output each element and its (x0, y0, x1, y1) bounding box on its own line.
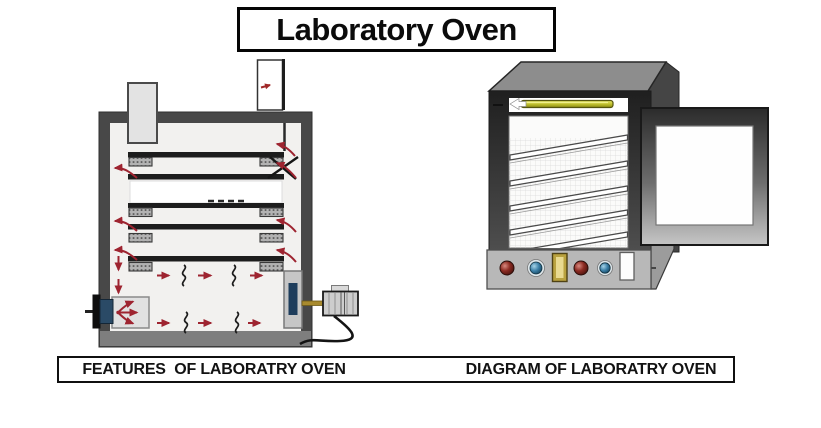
red-knob (573, 260, 589, 276)
caption-features: FEATURES OF LABORATRY OVEN (82, 360, 346, 378)
motor-cap (92, 294, 101, 329)
fan-motor (85, 294, 114, 329)
page-title-box: Laboratory Oven (237, 7, 556, 52)
wire-shelf (529, 231, 628, 248)
oven-bottom-wall (100, 331, 311, 346)
left-direction-arrow-icon (509, 97, 527, 111)
sample-tray (129, 180, 283, 204)
door-window (655, 125, 754, 226)
motor-ribs (328, 293, 354, 314)
shelf-bar (128, 152, 284, 158)
blue-knob (529, 261, 543, 275)
air-vent-right (256, 59, 285, 111)
fan-airflow-arrows (116, 300, 139, 325)
airflow-arrows (113, 141, 297, 327)
power-cable (299, 314, 354, 346)
oven-3d-diagram (486, 61, 769, 290)
oven-top-face (487, 61, 668, 92)
wire-shelf (509, 134, 628, 161)
shelf-bar (128, 256, 284, 262)
control-panel-controls (499, 251, 635, 283)
caption-diagram: DIAGRAM OF LABORATRY OVEN (465, 360, 717, 378)
shelf-bar (128, 174, 284, 180)
body-wedge (650, 242, 675, 290)
wire-shelf (509, 185, 628, 212)
white-indicator (619, 251, 635, 281)
exhaust-chimney-left (127, 82, 158, 144)
features-diagram (85, 59, 359, 348)
caption-bar: FEATURES OF LABORATRY OVEN DIAGRAM OF LA… (57, 356, 735, 383)
glass-door (640, 107, 769, 246)
brass-rod (301, 300, 325, 306)
shelf-bar (128, 203, 284, 208)
motor-body (99, 299, 114, 324)
thermostat-assembly (283, 270, 359, 346)
heater-coils (181, 264, 240, 334)
page-title: Laboratory Oven (276, 11, 517, 47)
blue-knob (599, 262, 611, 274)
wire-shelf (509, 209, 628, 236)
wire-shelf (509, 160, 628, 187)
top-heater-bar (520, 99, 614, 109)
shelf-bar (128, 224, 284, 230)
vent-airflow-mark (260, 83, 271, 90)
shelf-stack (509, 134, 628, 248)
thermostat-sensor (288, 283, 298, 315)
red-knob (499, 260, 515, 276)
